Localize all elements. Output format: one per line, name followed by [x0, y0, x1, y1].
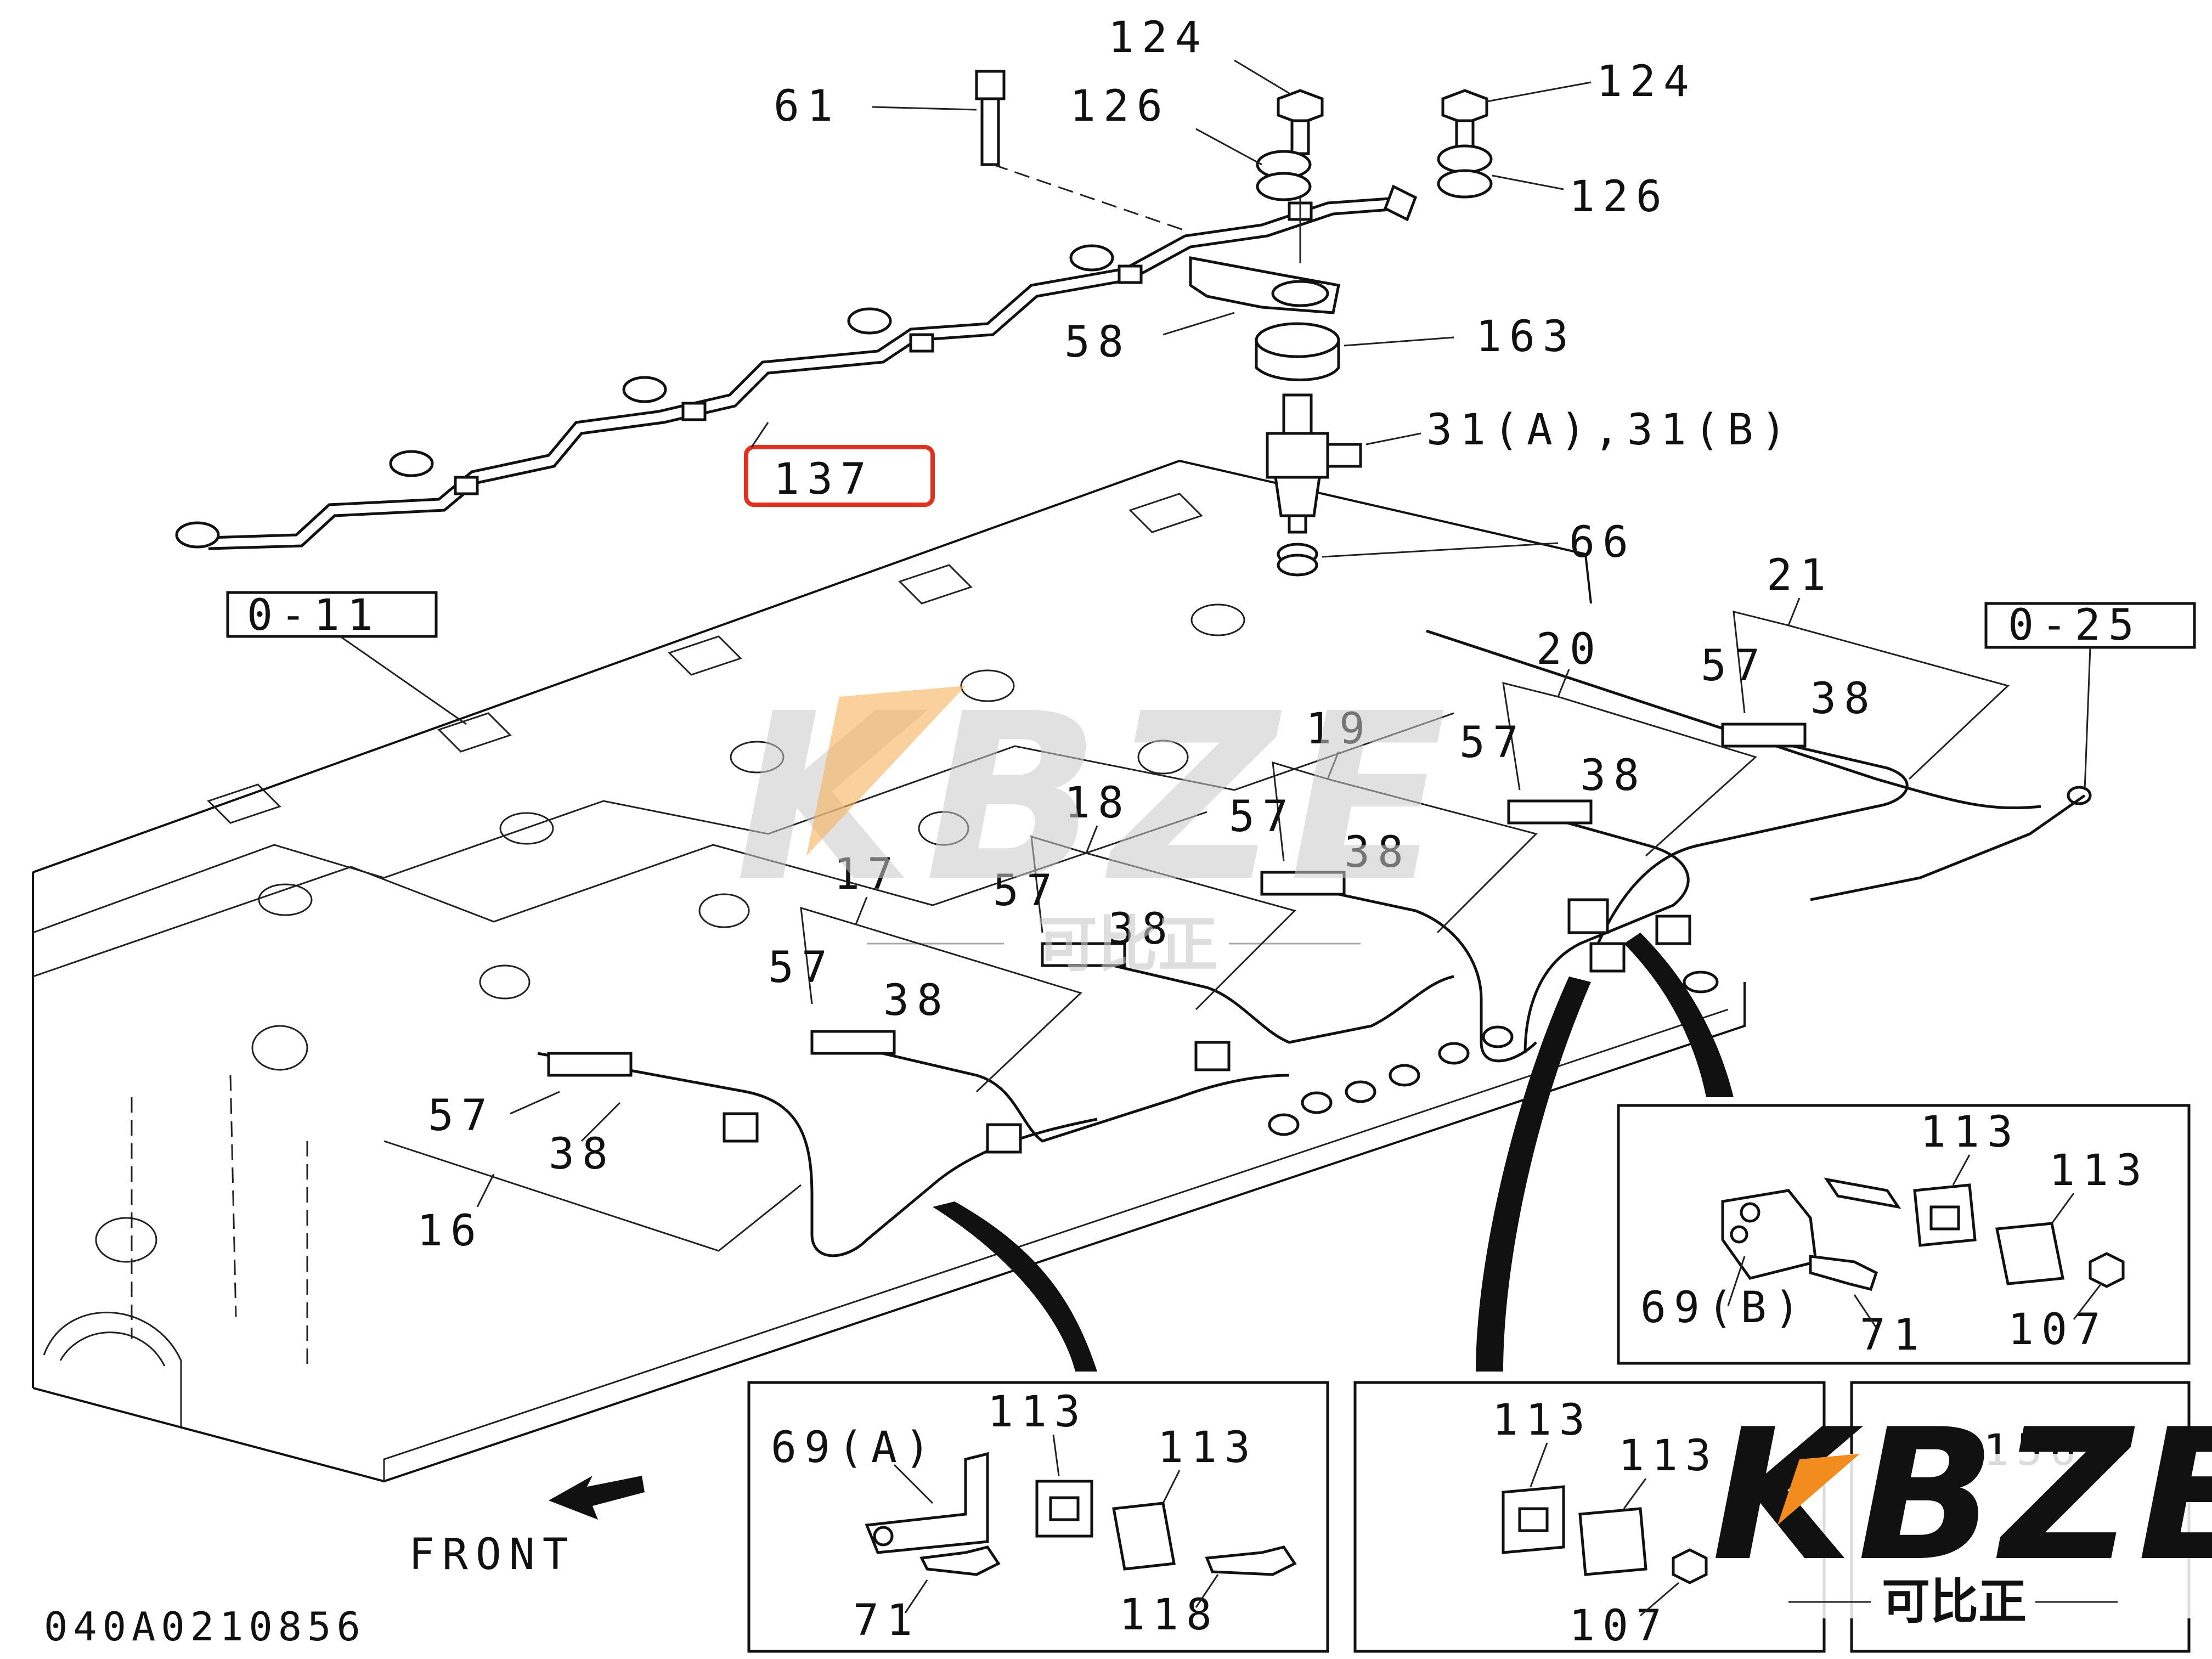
gasket-126-right-b — [1437, 169, 1493, 199]
callout-38-16: 38 — [549, 1130, 616, 1179]
detail-a-118: 118 — [1119, 1590, 1220, 1640]
callout-57-18: 57 — [993, 866, 1060, 916]
callout-124-left: 124 — [1108, 13, 1209, 63]
gasket-126-left-b — [1256, 172, 1312, 201]
callout-57-20: 57 — [1459, 718, 1526, 768]
callout-61: 61 — [774, 82, 840, 131]
callout-38-19: 38 — [1344, 828, 1411, 877]
detail-a-113-b: 113 — [1158, 1423, 1258, 1472]
engine-block — [32, 459, 1746, 1483]
detail-a-71: 71 — [853, 1596, 920, 1645]
detail-b-107: 107 — [1569, 1601, 1669, 1651]
detail-box-a: 69(A) 113 113 71 118 — [747, 1381, 1329, 1653]
detail-c-113-b: 113 — [2049, 1146, 2149, 1195]
callout-57-19: 57 — [1229, 792, 1296, 842]
drawing-code: 040A0210856 — [44, 1604, 366, 1650]
detail-c-113-a: 113 — [1920, 1108, 2021, 1157]
clamp-163 — [1255, 322, 1340, 381]
ref-box-0-11: 0-11 — [226, 591, 467, 725]
detail-box-c: 113 113 69(B) 71 107 — [1617, 1104, 2191, 1365]
callout-126-right: 126 — [1569, 172, 1669, 222]
pointer-to-detail-c — [1624, 933, 1734, 1097]
detail-b-113-a: 113 — [1492, 1396, 1593, 1445]
bracket-58-hole — [1271, 280, 1329, 307]
eye-bolt-61 — [975, 70, 1006, 166]
gasket-126-right-a — [1437, 144, 1493, 174]
svg-text:0-11: 0-11 — [247, 591, 381, 640]
callout-57-21: 57 — [1701, 641, 1768, 691]
seal-66 — [1277, 543, 1318, 577]
highlight-137 — [744, 445, 935, 507]
callout-16: 16 — [417, 1206, 484, 1256]
front-label: FRONT — [409, 1530, 576, 1579]
kbze-logo: KBZE 可比正 — [1709, 1390, 2212, 1630]
injection-pipes — [537, 629, 2092, 1257]
detail-c-107: 107 — [2008, 1305, 2108, 1355]
detail-c-69b: 69(B) — [1640, 1283, 1808, 1333]
bolt-124-left — [1277, 89, 1324, 155]
callout-20: 20 — [1536, 625, 1603, 674]
detail-a-69a: 69(A) — [771, 1423, 938, 1472]
ref-box-0-25: 0-25 — [1984, 601, 2196, 791]
callout-58: 58 — [1064, 318, 1131, 367]
callout-38-17: 38 — [883, 976, 950, 1025]
logo-accent — [1778, 1454, 1860, 1525]
detail-b-113-b: 113 — [1618, 1431, 1719, 1481]
callout-38-21: 38 — [1810, 674, 1877, 724]
callouts: 124 124 61 126 126 58 163 31(A),31(B) 13… — [383, 13, 2010, 1256]
callout-31: 31(A),31(B) — [1426, 405, 1795, 455]
callout-19: 19 — [1306, 704, 1373, 754]
fuel-return-pipe-137 — [175, 184, 1418, 550]
callout-18: 18 — [1064, 778, 1131, 828]
callout-21: 21 — [1767, 551, 1833, 600]
pointer-to-detail-b — [1476, 977, 1591, 1372]
callout-163: 163 — [1476, 312, 1576, 362]
watermark: KBZE 可比正 — [735, 664, 1447, 980]
callout-57-16: 57 — [428, 1091, 495, 1141]
logo-chinese: 可比正 — [1882, 1573, 2027, 1630]
callout-17: 17 — [834, 850, 901, 899]
callout-66: 66 — [1569, 518, 1636, 567]
pointer-to-detail-a — [933, 1201, 1097, 1372]
front-arrow-icon — [549, 1476, 645, 1520]
watermark-chinese: 可比正 — [1037, 910, 1218, 980]
callout-124-right: 124 — [1596, 57, 1697, 106]
callout-38-18: 38 — [1108, 905, 1175, 954]
detail-a-113-a: 113 — [988, 1387, 1088, 1437]
watermark-accent — [806, 686, 966, 856]
logo-brand: KBZE — [1712, 1390, 2212, 1601]
bolt-124-right — [1441, 89, 1488, 150]
svg-text:0-25: 0-25 — [2008, 601, 2142, 650]
callout-126-left: 126 — [1070, 82, 1170, 131]
callout-137: 137 — [774, 455, 874, 504]
callout-38-20: 38 — [1580, 751, 1647, 800]
injector-31 — [1266, 393, 1362, 534]
callout-57-17: 57 — [768, 943, 835, 992]
